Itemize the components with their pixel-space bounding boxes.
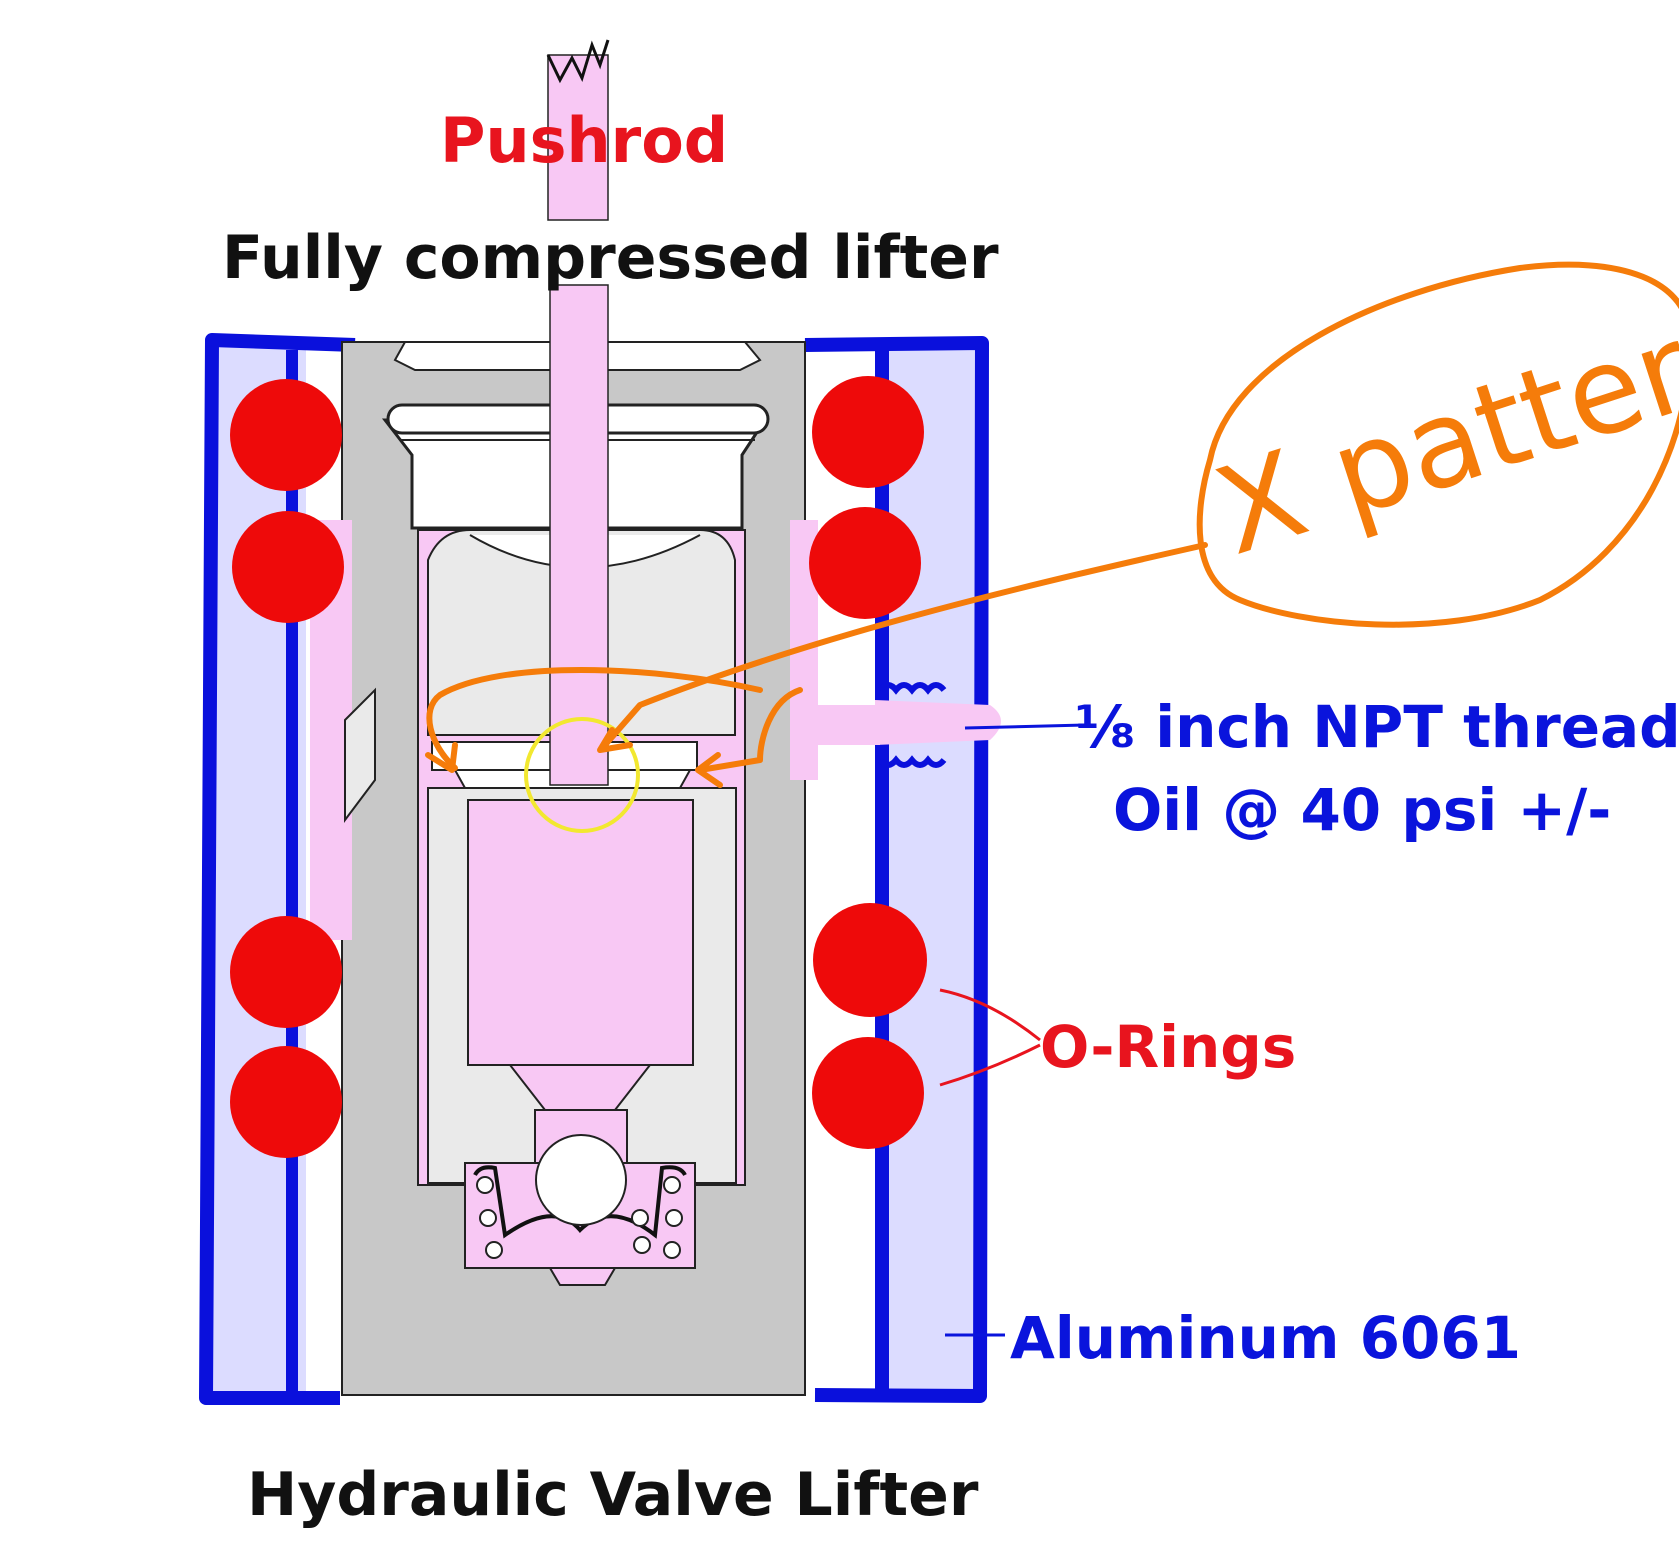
o-ring-left-4 [230, 1046, 342, 1158]
thread-port-shape [875, 700, 1001, 745]
pushrod [546, 39, 610, 786]
orings-label: O-Rings [1040, 1013, 1296, 1081]
npt-thread-fitting [875, 682, 1086, 768]
annotation-arrow-main-head [597, 727, 633, 753]
diagram-title: Hydraulic Valve Lifter [247, 1460, 979, 1530]
pushrod-upper [547, 54, 609, 221]
housing-right-outline [804, 336, 989, 1403]
annotation-right-arrow [697, 687, 803, 773]
o-ring-right-2 [809, 507, 921, 619]
pushrod-lower [549, 284, 609, 786]
orings-leader [939, 988, 1041, 1087]
x-pattern-annotation [425, 261, 1679, 788]
oil-feed-port [790, 705, 880, 745]
annotation-loop-head [425, 742, 458, 773]
annotation-ellipse [1196, 261, 1679, 628]
o-ring-right-4 [812, 1037, 924, 1149]
lifter-lower-bore [344, 687, 376, 823]
housing-right-fill [888, 345, 976, 1397]
lifter-state-label: Fully compressed lifter [222, 223, 999, 293]
orifice-highlight-circle [524, 717, 640, 833]
pushrod-break-mark [546, 39, 610, 84]
thread-label: ⅛ inch NPT thread [1075, 693, 1679, 761]
o-rings [230, 376, 927, 1158]
o-ring-left-1 [230, 379, 342, 491]
o-ring-left-3 [230, 916, 342, 1028]
check-valve-retainer [473, 1165, 687, 1239]
annotation-loop [426, 667, 763, 771]
thread-leader-line [964, 723, 1086, 730]
annotation-right-arrow-head [695, 752, 723, 788]
pushrod-label: Pushrod [440, 104, 728, 177]
o-ring-right-3 [813, 903, 927, 1017]
material-label: Aluminum 6061 [1010, 1304, 1521, 1372]
plunger-piston [467, 799, 694, 1066]
thread-teeth-bottom [877, 755, 947, 768]
spring-coils [476, 1176, 683, 1259]
check-ball [535, 1134, 627, 1226]
check-valve-bottom [548, 1267, 617, 1286]
oil-pressure-label: Oil @ 40 psi +/- [1113, 776, 1611, 844]
housing-right-gap [818, 345, 878, 1397]
o-ring-right-1 [812, 376, 924, 488]
thread-teeth-top [877, 682, 947, 695]
housing-left-outline [199, 333, 356, 1405]
o-ring-left-2 [232, 511, 344, 623]
x-pattern-label: X pattern [1201, 277, 1679, 583]
